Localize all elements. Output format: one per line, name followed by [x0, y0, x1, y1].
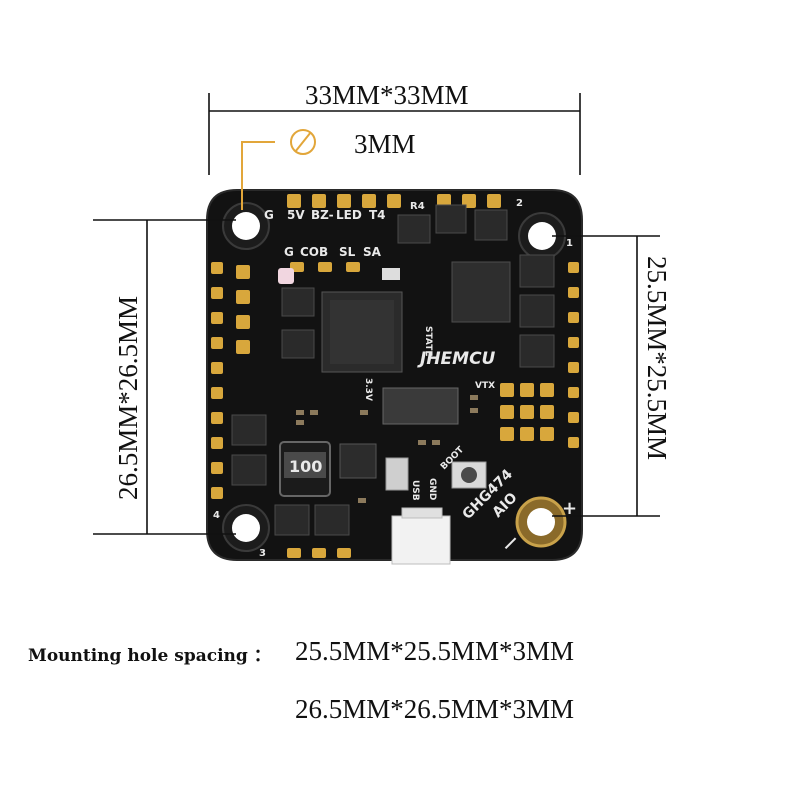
inductor [279, 441, 331, 497]
silk-motor-3: 3 [259, 548, 266, 559]
silk-gnd: GND [427, 478, 437, 500]
gyro-chip [451, 261, 511, 323]
silk-motor-2: 2 [516, 198, 523, 209]
spacing-spec-label: Mounting hole spacing ： [28, 646, 271, 666]
mosfets [231, 204, 555, 536]
silk-sa: SA [363, 245, 382, 259]
spacing-spec-26-5: 26.5MM*26.5MM*3MM [295, 694, 575, 724]
mounting-hole-bottom-right [515, 496, 567, 548]
silk-bz: BZ- [311, 208, 334, 222]
usb-connector [385, 457, 409, 491]
silk-state: STATE [423, 326, 433, 356]
bottom-edge-pads [287, 548, 351, 558]
mounting-hole-top-left [222, 202, 270, 250]
silk-sl: SL [339, 245, 356, 259]
brand-logo: JHEMCU [417, 349, 496, 369]
vtx-pad-grid [500, 383, 554, 441]
silk-motor-4: 4 [213, 510, 220, 521]
silk-motor-1: 1 [566, 238, 573, 249]
plus-label: + [562, 498, 577, 519]
hole-callout [241, 129, 316, 210]
mounting-hole-bottom-left [222, 504, 270, 552]
mcu-chip [321, 291, 403, 373]
right-spacing-label: 25.5MM*25.5MM [642, 256, 672, 460]
top-dimension-line [208, 93, 581, 175]
silk-g-second: G [284, 245, 294, 259]
silk-vtx: VTX [475, 381, 495, 391]
left-dimension-line [93, 219, 236, 535]
silk-cob: COB [300, 245, 328, 259]
right-edge-pads [568, 262, 579, 448]
osd-chip [382, 387, 459, 425]
silk-led: LED [336, 208, 362, 222]
silk-t4: T4 [369, 208, 386, 222]
hole-diameter-label: 3MM [354, 129, 416, 159]
silk-usb: USB [410, 480, 420, 501]
led [278, 268, 294, 284]
boot-button [451, 461, 487, 489]
mounting-hole-top-right [518, 212, 566, 260]
spacing-spec-25-5: 25.5MM*25.5MM*3MM [295, 636, 575, 666]
left-edge-pads [211, 262, 250, 499]
silk-inductor: 100 [289, 457, 322, 476]
jst-connector [391, 507, 451, 565]
passives [296, 395, 478, 503]
regulator-chip [339, 443, 377, 479]
silk-5v: 5V [287, 208, 305, 222]
silk-g-top: G [264, 208, 274, 222]
left-spacing-label: 26.5MM*26.5MM [113, 296, 143, 500]
silk-r4: R4 [410, 201, 425, 212]
silk-v33: 3.3V [363, 378, 373, 401]
board-size-label: 33MM*33MM [305, 80, 469, 110]
crystal [382, 268, 400, 280]
right-dimension-line [552, 235, 660, 517]
